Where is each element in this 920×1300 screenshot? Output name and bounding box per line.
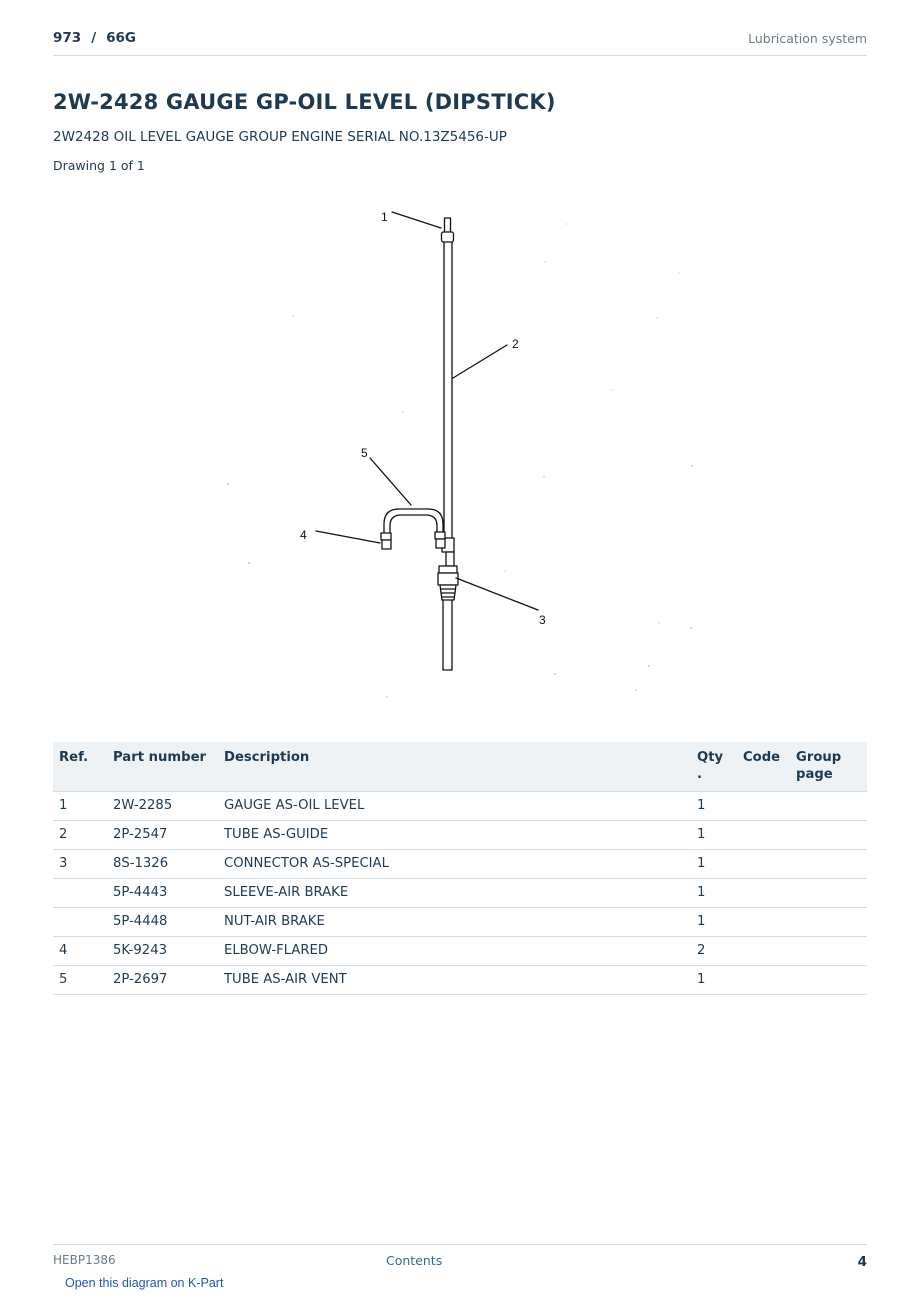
cell-code — [737, 849, 790, 879]
cell-part-number: 5K-9243 — [107, 936, 218, 966]
cell-group-page — [790, 849, 867, 879]
header-qty: Qty . — [691, 742, 737, 792]
flared-elbow — [380, 532, 392, 541]
header-part-number: Part number — [107, 742, 218, 792]
page-subtitle: 2W2428 OIL LEVEL GAUGE GROUP ENGINE SERI… — [53, 129, 507, 145]
model-serial: 973 / 66G — [53, 30, 136, 46]
cell-ref — [53, 878, 107, 908]
cell-ref: 2 — [53, 820, 107, 850]
callout-1: 1 — [381, 210, 388, 224]
scan-specks — [227, 223, 693, 698]
header-ref: Ref. — [53, 742, 107, 792]
parts-table: Ref. Part number Description Qty . Code … — [53, 742, 867, 995]
cell-ref: 3 — [53, 849, 107, 879]
cell-part-number: 5P-4443 — [107, 878, 218, 908]
cell-qty: 1 — [691, 849, 737, 879]
cell-description: TUBE AS-AIR VENT — [218, 965, 691, 995]
table-row: 3 8S-1326 CONNECTOR AS-SPECIAL 1 — [53, 849, 867, 879]
cell-part-number: 2W-2285 — [107, 791, 218, 821]
cell-code — [737, 907, 790, 937]
callout-5: 5 — [361, 446, 368, 460]
cell-code — [737, 820, 790, 850]
serial-prefix: 66G — [106, 30, 136, 46]
table-row: 1 2W-2285 GAUGE AS-OIL LEVEL 1 — [53, 791, 867, 821]
page-header: 973 / 66G Lubrication system — [53, 28, 867, 56]
cell-qty: 1 — [691, 791, 737, 821]
cell-ref: 5 — [53, 965, 107, 995]
table-row: 5P-4448 NUT-AIR BRAKE 1 — [53, 907, 867, 937]
document-id: HEBP1386 — [53, 1253, 116, 1267]
model-separator: / — [91, 30, 97, 46]
cell-description: ELBOW-FLARED — [218, 936, 691, 966]
drawing-label: Drawing 1 of 1 — [53, 158, 145, 173]
cell-part-number: 5P-4448 — [107, 907, 218, 937]
cell-description: CONNECTOR AS-SPECIAL — [218, 849, 691, 879]
kpart-link[interactable]: Open this diagram on K-Part — [65, 1276, 224, 1290]
table-row: 4 5K-9243 ELBOW-FLARED 2 — [53, 936, 867, 966]
contents-link[interactable]: Contents — [386, 1253, 443, 1268]
cell-group-page — [790, 791, 867, 821]
cell-group-page — [790, 907, 867, 937]
section-name: Lubrication system — [748, 31, 867, 46]
cell-group-page — [790, 820, 867, 850]
cell-description: TUBE AS-GUIDE — [218, 820, 691, 850]
cell-part-number: 2P-2547 — [107, 820, 218, 850]
cell-part-number: 2P-2697 — [107, 965, 218, 995]
cell-qty: 2 — [691, 936, 737, 966]
table-row: 2 2P-2547 TUBE AS-GUIDE 1 — [53, 820, 867, 850]
vent-tube — [383, 508, 444, 541]
cell-group-page — [790, 936, 867, 966]
cell-part-number: 8S-1326 — [107, 849, 218, 879]
cell-description: GAUGE AS-OIL LEVEL — [218, 791, 691, 821]
cell-ref: 1 — [53, 791, 107, 821]
cell-qty: 1 — [691, 820, 737, 850]
table-row: 5 2P-2697 TUBE AS-AIR VENT 1 — [53, 965, 867, 995]
header-code: Code — [737, 742, 790, 792]
cell-qty: 1 — [691, 965, 737, 995]
callout-3: 3 — [539, 613, 546, 627]
page-title: 2W-2428 GAUGE GP-OIL LEVEL (DIPSTICK) — [53, 90, 556, 114]
cell-group-page — [790, 965, 867, 995]
callout-4: 4 — [300, 528, 307, 542]
cell-description: SLEEVE-AIR BRAKE — [218, 878, 691, 908]
dipstick-cap — [440, 231, 455, 243]
cell-ref: 4 — [53, 936, 107, 966]
cell-code — [737, 878, 790, 908]
cell-qty: 1 — [691, 878, 737, 908]
cell-qty: 1 — [691, 907, 737, 937]
page-number: 4 — [857, 1254, 867, 1270]
cell-group-page — [790, 878, 867, 908]
callout-2: 2 — [512, 337, 519, 351]
cell-code — [737, 936, 790, 966]
header-description: Description — [218, 742, 691, 792]
parts-diagram[interactable]: 1 2 3 4 5 — [0, 0, 920, 720]
cell-code — [737, 791, 790, 821]
header-group-page: Group page — [790, 742, 867, 792]
table-header-row: Ref. Part number Description Qty . Code … — [53, 742, 867, 792]
cell-code — [737, 965, 790, 995]
cell-ref — [53, 907, 107, 937]
page-footer: HEBP1386 Contents 4 — [53, 1244, 867, 1275]
table-row: 5P-4443 SLEEVE-AIR BRAKE 1 — [53, 878, 867, 908]
cell-description: NUT-AIR BRAKE — [218, 907, 691, 937]
model-number: 973 — [53, 30, 82, 46]
